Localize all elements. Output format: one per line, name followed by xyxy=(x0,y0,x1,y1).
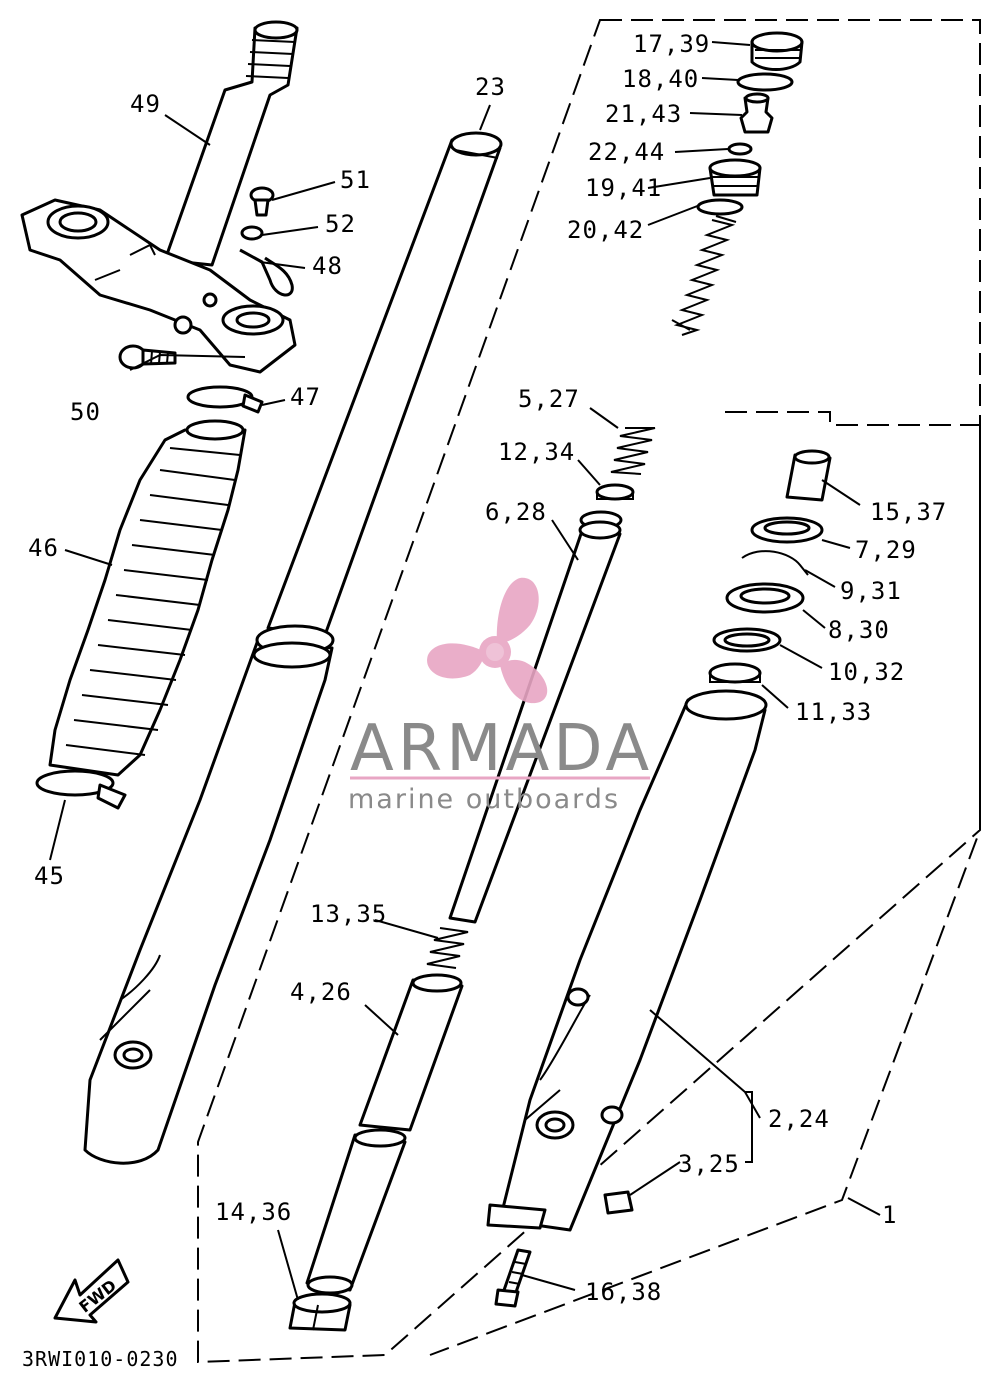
spacer-4-26 xyxy=(358,973,464,1132)
propeller-logo-icon xyxy=(427,577,548,704)
label-2-24: 2,24 xyxy=(768,1105,830,1133)
fwd-arrow-icon: FWD xyxy=(53,1258,130,1324)
clamp-47 xyxy=(186,385,264,414)
label-5-27: 5,27 xyxy=(518,385,580,413)
cap-bolt-19-41 xyxy=(708,158,762,197)
cap-17-39 xyxy=(750,31,804,71)
label-4-26: 4,26 xyxy=(290,978,352,1006)
clamp-45 xyxy=(35,769,127,810)
outer-tube-2-24 xyxy=(486,689,768,1232)
watermark: ARMADA marine outboards xyxy=(348,577,653,815)
seat-14-36 xyxy=(288,1292,352,1332)
drain-bolt-3-25 xyxy=(603,1190,634,1215)
part-labels: 49 51 52 48 50 47 46 45 23 17,39 18,40 2… xyxy=(28,30,947,1306)
rubber-boot-46 xyxy=(48,419,247,777)
label-6-28: 6,28 xyxy=(485,498,547,526)
label-9-31: 9,31 xyxy=(840,577,902,605)
outer-dashed-enclosure xyxy=(197,19,981,1364)
label-22-44: 22,44 xyxy=(588,138,665,166)
left-outer-tube xyxy=(83,624,335,1165)
label-13-35: 13,35 xyxy=(310,900,387,928)
label-11-33: 11,33 xyxy=(795,698,872,726)
washer-52 xyxy=(240,225,264,241)
bolt-51 xyxy=(249,186,275,217)
label-8-30: 8,30 xyxy=(828,616,890,644)
dust-seal-7-29 xyxy=(750,516,824,544)
oring-20-42 xyxy=(696,198,744,216)
watermark-tagline: marine outboards xyxy=(348,784,620,815)
rebound-spring-5-27 xyxy=(610,427,656,475)
label-20-42: 20,42 xyxy=(567,216,644,244)
under-bracket xyxy=(20,198,297,374)
label-15-37: 15,37 xyxy=(870,498,947,526)
steering-stem xyxy=(163,20,299,267)
label-45: 45 xyxy=(34,862,65,890)
damper-rod-6-28 xyxy=(448,510,623,924)
collar-15-37 xyxy=(785,449,832,502)
label-3-25: 3,25 xyxy=(678,1150,740,1178)
bushing-11-33 xyxy=(708,662,762,684)
oring-18-40 xyxy=(736,72,794,92)
oring-22-44 xyxy=(727,142,753,156)
piston-ring-12-34 xyxy=(595,483,635,501)
diagram-code: 3RWI010-0230 xyxy=(22,1347,179,1371)
spring-13-35 xyxy=(426,927,469,969)
oil-seal-8-30 xyxy=(725,582,805,614)
label-49: 49 xyxy=(130,90,161,118)
watermark-brand: ARMADA xyxy=(350,712,653,786)
leader-lines xyxy=(49,41,881,1301)
inner-dashed-enclosure xyxy=(429,411,981,1356)
label-50: 50 xyxy=(70,398,101,426)
label-16-38: 16,38 xyxy=(585,1278,662,1306)
label-47: 47 xyxy=(290,383,321,411)
label-17-39: 17,39 xyxy=(633,30,710,58)
label-21-43: 21,43 xyxy=(605,100,682,128)
washer-10-32 xyxy=(712,627,782,653)
label-14-36: 14,36 xyxy=(215,1198,292,1226)
label-12-34: 12,34 xyxy=(498,438,575,466)
label-51: 51 xyxy=(340,166,371,194)
label-1: 1 xyxy=(882,1201,897,1229)
label-7-29: 7,29 xyxy=(855,536,917,564)
label-19-41: 19,41 xyxy=(585,174,662,202)
cable-guide-48 xyxy=(239,248,294,297)
fork-spring xyxy=(671,215,737,336)
label-48: 48 xyxy=(312,252,343,280)
bolt-16-38 xyxy=(494,1248,532,1308)
adjuster-21-43 xyxy=(739,92,774,134)
taper-spindle xyxy=(305,1128,407,1295)
label-10-32: 10,32 xyxy=(828,658,905,686)
label-18-40: 18,40 xyxy=(622,65,699,93)
label-23: 23 xyxy=(475,73,506,101)
label-46: 46 xyxy=(28,534,59,562)
label-52: 52 xyxy=(325,210,356,238)
bolt-50 xyxy=(118,344,177,370)
clip-9-31 xyxy=(741,550,809,576)
